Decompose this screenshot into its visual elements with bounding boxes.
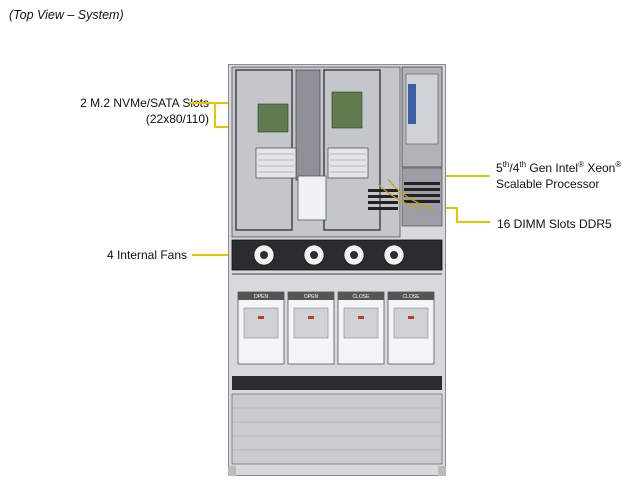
drive-tray-label-3: CLOSE [353,294,371,300]
figure-caption: (Top View – System) [9,8,124,22]
cpu-label-line2: Scalable Processor [496,177,600,191]
drive-tray-label-1: OPEN [254,294,269,300]
m2-slots-label-line1: 2 M.2 NVMe/SATA Slots [80,96,209,110]
drive-tray-label-2: OPEN [304,294,319,300]
m2-slots-label: 2 M.2 NVMe/SATA Slots (22x80/110) [20,95,209,127]
internal-fans-label: 4 Internal Fans [106,248,187,262]
cpu-label-line1: 5th/4th Gen Intel® Xeon® [496,160,622,176]
m2-leader-line-b [214,102,216,128]
server-top-view-image: OPEN OPEN CLOSE CLOSE [228,64,446,476]
dimm-leader-line-b [456,207,458,223]
fans-leader-line [192,254,246,256]
drive-tray-label-4: CLOSE [403,294,421,300]
cpu-label: 5th/4th Gen Intel® Xeon® Scalable Proces… [496,160,636,192]
m2-slots-label-line2: (22x80/110) [145,112,209,126]
dimm-slots-label: 16 DIMM Slots DDR5 [497,217,612,231]
dimm-leader-line-c [456,221,490,223]
